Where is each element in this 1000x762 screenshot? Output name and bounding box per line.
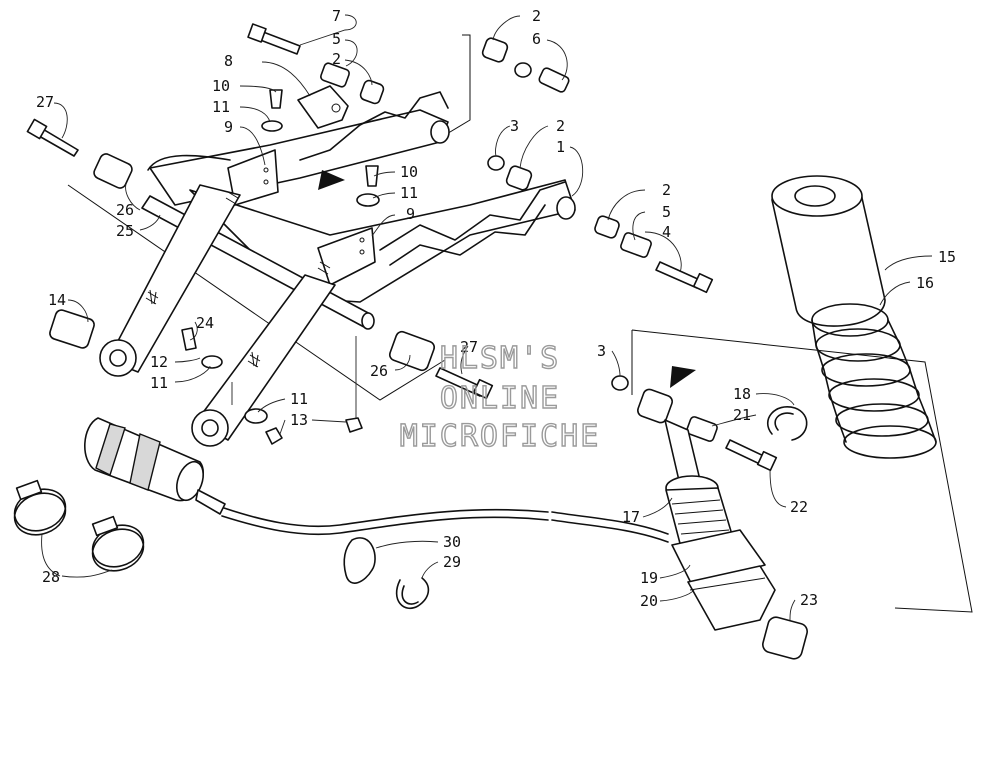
watermark-line-1: HLSM'S [440, 341, 560, 376]
callout-21: 21 [733, 406, 751, 424]
hose-clamp-2 [91, 515, 145, 572]
callout-2: 2 [556, 117, 565, 135]
callout-9: 9 [406, 205, 415, 223]
watermark: HLSM'S ONLINE MICROFICHE [399, 340, 601, 454]
callout-labels: 7 5 2 8 10 11 9 27 2 6 3 2 1 10 11 9 26 … [36, 7, 956, 610]
callout-5: 5 [662, 203, 671, 221]
callout-24: 24 [196, 314, 214, 332]
watermark-line-2: ONLINE [440, 381, 560, 416]
callout-3: 3 [510, 117, 519, 135]
callout-30: 30 [443, 533, 461, 551]
coil-spring [811, 303, 937, 459]
callout-17: 17 [622, 508, 640, 526]
callout-10: 10 [400, 163, 418, 181]
callout-2: 2 [532, 7, 541, 25]
swing-arm-assembly [99, 184, 375, 447]
shock-absorber [637, 388, 808, 660]
callout-2: 2 [662, 181, 671, 199]
arrow-icon [670, 366, 696, 388]
callout-27: 27 [36, 93, 54, 111]
leader-lines [41, 14, 933, 621]
callout-6: 6 [532, 30, 541, 48]
callout-20: 20 [640, 592, 658, 610]
callout-26: 26 [116, 201, 134, 219]
callout-14: 14 [48, 291, 66, 309]
callout-4: 4 [662, 223, 671, 241]
spring-and-boot [771, 175, 937, 459]
callout-10: 10 [212, 77, 230, 95]
callout-23: 23 [800, 591, 818, 609]
arrow-icon [318, 170, 345, 190]
callout-1: 1 [556, 138, 565, 156]
callout-19: 19 [640, 569, 658, 587]
callout-26: 26 [370, 362, 388, 380]
callout-5: 5 [332, 30, 341, 48]
callout-3: 3 [597, 342, 606, 360]
callout-11: 11 [212, 98, 230, 116]
callout-11: 11 [400, 184, 418, 202]
reservoir-and-hose [13, 417, 669, 572]
callout-22: 22 [790, 498, 808, 516]
callout-11: 11 [150, 374, 168, 392]
callout-8: 8 [224, 52, 233, 70]
assembly-outline-right [631, 329, 973, 613]
callout-12: 12 [150, 353, 168, 371]
callout-7: 7 [332, 7, 341, 25]
hardware [26, 23, 808, 472]
o-ring-and-clip [343, 537, 430, 609]
callout-29: 29 [443, 553, 461, 571]
callout-2: 2 [332, 50, 341, 68]
callout-27: 27 [460, 338, 478, 356]
hose-clamp-1 [13, 479, 67, 536]
callout-13: 13 [290, 411, 308, 429]
callout-11: 11 [290, 390, 308, 408]
callout-16: 16 [916, 274, 934, 292]
callout-9: 9 [224, 118, 233, 136]
callout-18: 18 [733, 385, 751, 403]
callout-28: 28 [42, 568, 60, 586]
direction-arrows [318, 170, 696, 388]
callout-25: 25 [116, 222, 134, 240]
callout-15: 15 [938, 248, 956, 266]
watermark-line-3: MICROFICHE [400, 419, 601, 454]
